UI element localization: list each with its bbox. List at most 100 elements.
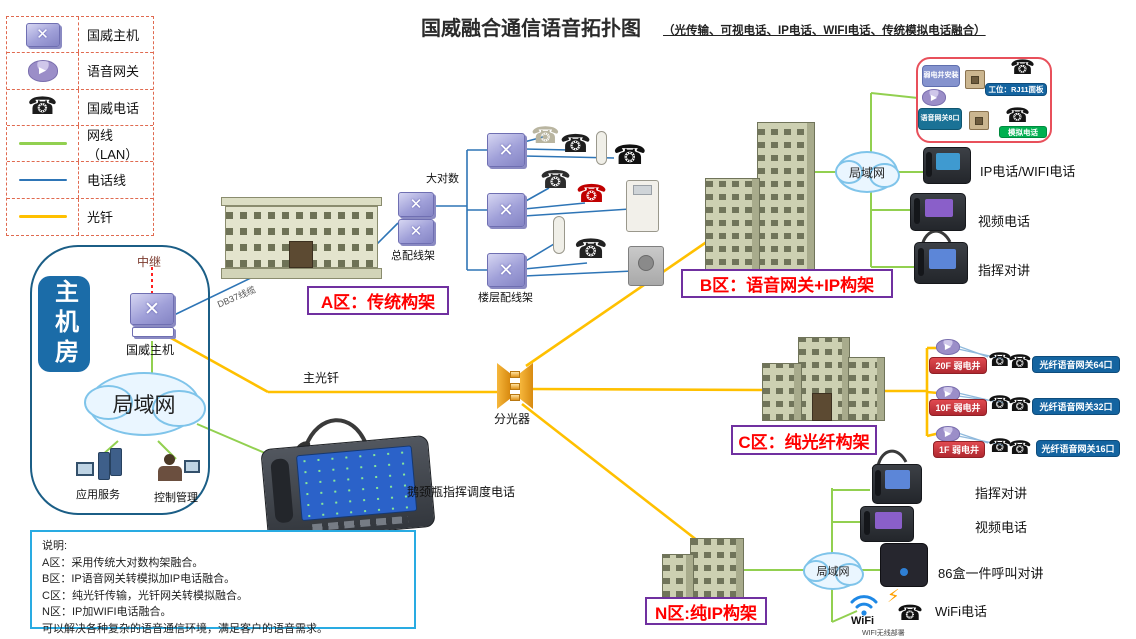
weak-well-label: 弱电井安装 bbox=[922, 65, 960, 87]
analog-phone-icon: ☎ bbox=[1008, 352, 1032, 373]
legend-row: ▶ 语音网关 bbox=[7, 53, 153, 90]
analog-phone-icon: ☎ bbox=[1008, 438, 1032, 459]
red-phone-icon: ☎ bbox=[576, 180, 608, 208]
notes-line: B区：IP语音网关转模拟加IP电话融合。 bbox=[42, 573, 236, 585]
mdf-switch-icon: ✕ bbox=[398, 219, 434, 244]
ip-phone-label: IP电话/WIFI电话 bbox=[980, 164, 1076, 179]
page-title: 国威融合通信语音拓扑图 bbox=[421, 18, 641, 40]
cordless-phone-icon bbox=[553, 216, 565, 254]
analog-phone-icon: ☎ bbox=[1010, 57, 1035, 79]
dispatch-phone-handset bbox=[270, 458, 294, 524]
legend-label: 国威电话 bbox=[87, 100, 140, 116]
control-mgmt-label: 控制管理 bbox=[154, 492, 198, 504]
command-intercom-label: 指挥对讲 bbox=[975, 486, 1028, 501]
legend-label: 国威主机 bbox=[87, 28, 140, 44]
fiber-gateway-badge: 光纤语音网关32口 bbox=[1032, 398, 1120, 415]
analog-phone-icon: ☎ bbox=[560, 130, 592, 158]
host-lan-label: 局域网 bbox=[112, 394, 176, 417]
phone-line-swatch bbox=[18, 178, 67, 181]
video-phone-icon bbox=[910, 193, 966, 231]
fiber-gateway-badge: 光纤语音网关16口 bbox=[1036, 440, 1120, 457]
dispatch-phone-screen bbox=[295, 445, 418, 522]
video-phone-label: 视频电话 bbox=[978, 214, 1031, 229]
mdf-label: 总配线架 bbox=[391, 250, 435, 262]
db37-cable-label: DB37线缆 bbox=[215, 284, 258, 310]
zone-b-building bbox=[705, 122, 815, 292]
analog-phone-icon: ☎ bbox=[1008, 395, 1032, 416]
legend-label: 电话线 bbox=[87, 173, 127, 189]
legend-label: 光钎 bbox=[87, 210, 114, 226]
fiber-gateway-icon: ▶ bbox=[936, 426, 960, 442]
fiber-line-swatch bbox=[18, 215, 67, 219]
host-room-label: 主机房 bbox=[38, 276, 90, 372]
notes-box: 说明: A区：采用传统大对数构架融合。 B区：IP语音网关转模拟加IP电话融合。… bbox=[30, 530, 416, 635]
fiber-gateway-badge: 光纤语音网关64口 bbox=[1032, 356, 1120, 373]
notes-line: C区：纯光钎传输，光钎网关转模拟融合。 bbox=[42, 589, 248, 602]
zone-a-building bbox=[221, 197, 382, 279]
legend: ✕ 国威主机 ▶ 语音网关 ☎ 国威电话 网线（LAN） 电话线 光钎 bbox=[6, 16, 154, 236]
speaker-box-icon bbox=[628, 246, 664, 286]
main-fiber-label: 主光钎 bbox=[303, 371, 340, 385]
analog-phone-icon: ☎ bbox=[1005, 105, 1030, 127]
command-intercom-icon bbox=[872, 464, 922, 504]
splitter-icon bbox=[497, 363, 533, 409]
floor-well-badge: 20F 弱电井 bbox=[929, 357, 987, 374]
video-phone-label: 视频电话 bbox=[975, 520, 1028, 535]
fdf-label: 楼层配线架 bbox=[478, 292, 533, 304]
wifi-phone-icon: ☎ bbox=[897, 602, 924, 625]
callbox-86-icon bbox=[880, 543, 928, 587]
host-lan-cloud: 局域网 bbox=[83, 372, 206, 436]
gateway-drum-icon: ▶ bbox=[27, 59, 58, 82]
wifi-phone-label: WiFi电话 bbox=[935, 604, 987, 619]
phone-icon: ☎ bbox=[27, 93, 58, 121]
analog-phone-icon: ☎ bbox=[531, 122, 560, 148]
gateway-ports-label: 语音网关8口 bbox=[918, 108, 962, 130]
fdf-switch-icon: ✕ bbox=[487, 253, 525, 287]
notes-line: A区：采用传统大对数构架融合。 bbox=[42, 556, 204, 569]
command-intercom-icon bbox=[914, 242, 968, 284]
zone-b-lan-cloud: 局域网 bbox=[834, 151, 901, 193]
fdf-switch-icon: ✕ bbox=[487, 193, 525, 227]
app-server-icon bbox=[76, 448, 122, 486]
notes-line: 可以解决各种复杂的语音通信环境，满足客户的语音需求。 bbox=[42, 622, 328, 635]
control-mgmt-icon bbox=[156, 452, 202, 488]
workstation-panel-label: 工位：RJ11面板 bbox=[985, 83, 1047, 96]
fiber-gateway-icon: ▶ bbox=[936, 339, 960, 355]
command-intercom-label: 指挥对讲 bbox=[978, 263, 1031, 278]
wifi-icon bbox=[850, 595, 878, 616]
guowei-host-switch-icon: ✕ bbox=[130, 293, 174, 325]
zone-n-label: N区:纯IP构架 bbox=[645, 597, 767, 625]
legend-row: 电话线 bbox=[7, 162, 153, 199]
wall-phone-icon bbox=[626, 180, 659, 232]
zone-a-label: A区：传统构架 bbox=[307, 286, 449, 315]
mdf-switch-icon: ✕ bbox=[398, 192, 434, 217]
trunk-label: 大对数 bbox=[426, 173, 459, 185]
dispatch-phone-label: 鹅颈瓶指挥调度电话 bbox=[407, 485, 516, 499]
analog-phone-icon: ☎ bbox=[574, 234, 608, 264]
page-subtitle: （光传输、可视电话、IP电话、WIFI电话、传统模拟电话融合） bbox=[663, 25, 986, 37]
callbox-86-label: 86盒一件呼叫对讲 bbox=[938, 566, 1044, 581]
legend-row: 网线（LAN） bbox=[7, 125, 153, 163]
legend-row: ✕ 国威主机 bbox=[7, 17, 153, 54]
zone-n-lan-cloud: 局域网 bbox=[802, 552, 864, 590]
app-server-label: 应用服务 bbox=[76, 489, 120, 501]
wifi-deploy-label: WIFI无线部署 bbox=[862, 630, 905, 637]
rj11-panel-icon bbox=[969, 111, 989, 130]
notes-title: 说明: bbox=[42, 540, 68, 552]
zone-b-lan-label: 局域网 bbox=[848, 165, 885, 180]
zone-n-lan-label: 局域网 bbox=[816, 566, 850, 578]
legend-row: ☎ 国威电话 bbox=[7, 89, 153, 126]
floor-well-badge: 10F 弱电井 bbox=[929, 399, 987, 416]
zone-c-building bbox=[762, 337, 885, 421]
fdf-switch-icon: ✕ bbox=[487, 133, 525, 167]
legend-label: 网线（LAN） bbox=[87, 127, 139, 162]
analog-phone-icon: ☎ bbox=[613, 140, 647, 170]
guowei-host-base-icon bbox=[132, 327, 174, 337]
lightning-icon: ⚡ bbox=[887, 586, 900, 606]
zone-b-label: B区：语音网关+IP构架 bbox=[681, 269, 893, 298]
relay-label: 中继 bbox=[137, 255, 162, 269]
zone-c-label: C区：纯光纤构架 bbox=[731, 425, 877, 455]
switch-icon: ✕ bbox=[25, 22, 60, 47]
notes-line: N区：IP加WIFI电话融合。 bbox=[42, 606, 172, 618]
